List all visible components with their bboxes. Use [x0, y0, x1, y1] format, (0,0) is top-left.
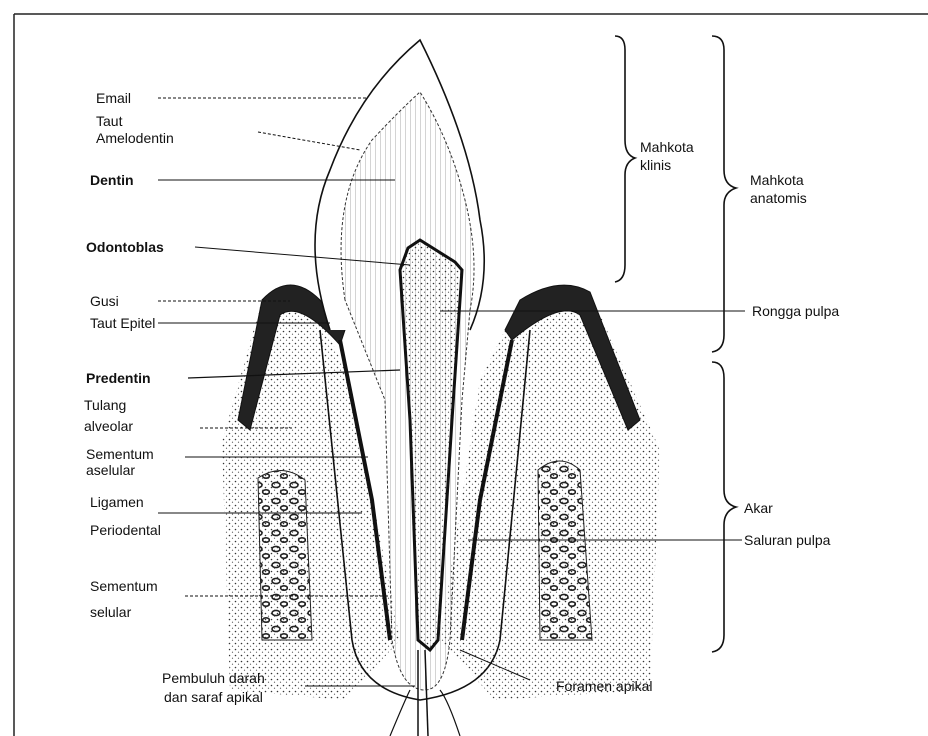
trabecular-bone-left	[258, 470, 312, 640]
label-ligamen-line1: Ligamen	[90, 494, 144, 511]
bracket-akar	[712, 362, 736, 652]
label-sementum-aselular-line1: Sementum	[86, 446, 154, 463]
apical-tissue-right	[440, 690, 460, 736]
label-akar: Akar	[744, 500, 773, 517]
label-ligamen-line2: Periodental	[90, 522, 161, 539]
label-tulang-line2: alveolar	[84, 418, 133, 435]
label-odontoblas: Odontoblas	[86, 239, 164, 256]
label-taut-epitel: Taut Epitel	[90, 315, 155, 332]
label-foramen-apikal: Foramen apikal	[556, 678, 653, 695]
label-saluran-pulpa: Saluran pulpa	[744, 532, 830, 549]
label-sementum-selular-line1: Sementum	[90, 578, 158, 595]
label-sementum-selular-line2: selular	[90, 604, 131, 621]
label-pembuluh-line2: dan saraf apikal	[164, 689, 263, 706]
label-taut-line1: Taut	[96, 113, 122, 130]
label-taut-line2: Amelodentin	[96, 130, 174, 147]
label-sementum-aselular-line2: aselular	[86, 462, 135, 479]
label-predentin: Predentin	[86, 370, 151, 387]
label-pembuluh-line1: Pembuluh darah	[162, 670, 265, 687]
label-rongga-pulpa: Rongga pulpa	[752, 303, 839, 320]
label-mahkota-klinis-line1: Mahkota	[640, 139, 694, 156]
label-mahkota-klinis-line2: klinis	[640, 157, 671, 174]
label-dentin: Dentin	[90, 172, 134, 189]
label-gusi: Gusi	[90, 293, 119, 310]
bracket-mahkota-klinis	[615, 36, 635, 282]
bracket-mahkota-anatomis	[712, 36, 736, 352]
label-mahkota-anatomis-line1: Mahkota	[750, 172, 804, 189]
label-mahkota-anatomis-line2: anatomis	[750, 190, 807, 207]
label-tulang-line1: Tulang	[84, 397, 126, 414]
apical-tissue-left	[390, 690, 410, 736]
label-email: Email	[96, 90, 131, 107]
